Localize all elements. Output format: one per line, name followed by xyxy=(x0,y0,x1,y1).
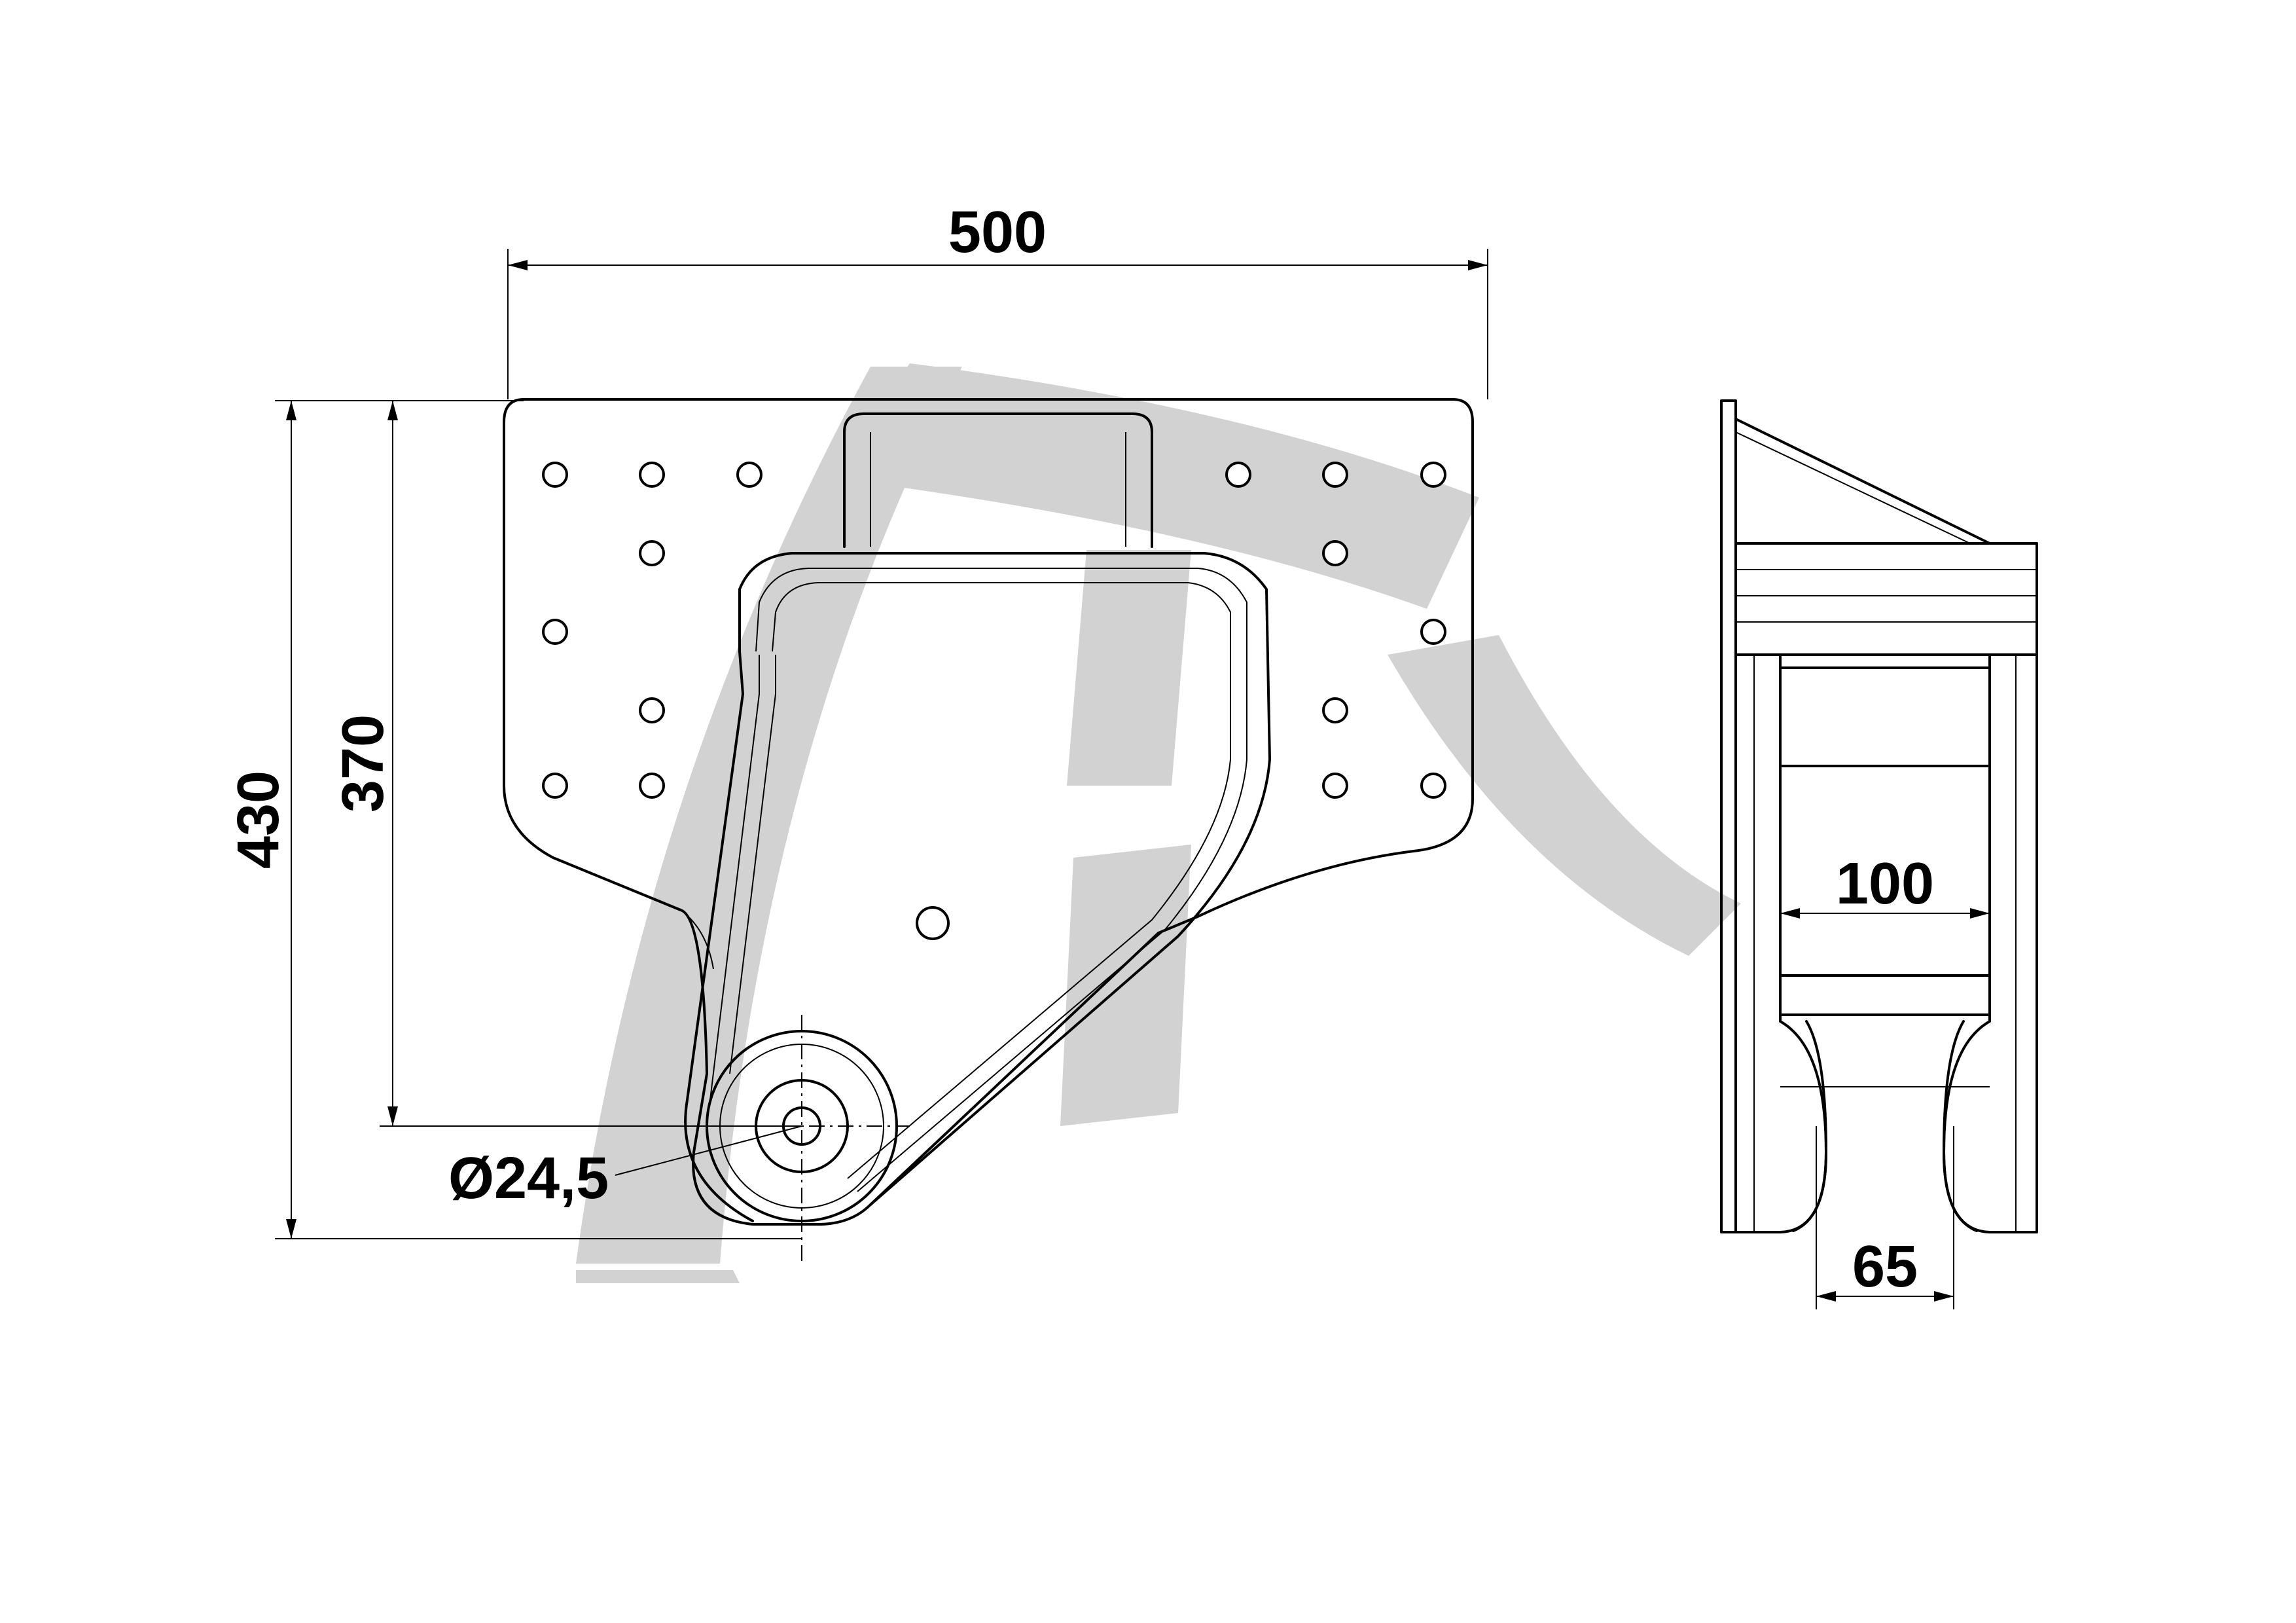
arrowhead xyxy=(1970,908,1990,919)
mounting-hole xyxy=(1420,773,1446,799)
arm-outer xyxy=(738,552,1271,1206)
side-top-block xyxy=(1734,542,2038,656)
dimension-pivot-height: 370 xyxy=(331,401,802,1127)
arm-inner-1 xyxy=(755,568,1247,1192)
mounting-hole xyxy=(1225,462,1251,488)
mounting-hole xyxy=(1322,540,1348,566)
dimension-height: 430 xyxy=(226,400,802,1239)
side-back-plate xyxy=(1720,399,1737,1233)
arrowhead xyxy=(387,401,398,420)
arrowhead xyxy=(286,401,296,420)
watermark-stroke-left xyxy=(576,367,962,1264)
side-top-wedge xyxy=(1734,418,1991,545)
mounting-hole xyxy=(1322,462,1348,488)
side-spacer xyxy=(1779,666,1991,767)
mounting-hole xyxy=(639,540,665,566)
mounting-hole xyxy=(736,462,762,488)
side-roller xyxy=(1792,1020,1978,1232)
arm-left-leg-inner xyxy=(709,655,776,1101)
front-view xyxy=(503,398,1474,1264)
leader-line xyxy=(615,1125,802,1176)
inner-width-label: 100 xyxy=(1836,851,1934,917)
watermark-logo xyxy=(576,363,1741,1283)
roller-width-label: 65 xyxy=(1852,1234,1918,1300)
wedge-line xyxy=(1735,431,1971,544)
watermark-stroke-mid xyxy=(1067,550,1191,786)
mounting-holes xyxy=(542,462,1446,940)
watermark-stroke-right xyxy=(1388,635,1741,956)
bore-label: Ø24,5 xyxy=(448,1146,609,1211)
watermark-stroke-top xyxy=(831,363,1479,609)
mounting-hole xyxy=(639,697,665,723)
mounting-hole xyxy=(1420,619,1446,645)
side-spacer-lower xyxy=(1779,974,1991,1016)
center-hole xyxy=(916,906,950,940)
mounting-hole xyxy=(542,462,568,488)
mounting-hole xyxy=(1322,697,1348,723)
arrowhead xyxy=(1934,1291,1954,1302)
mounting-plate xyxy=(503,398,1474,1226)
mounting-hole xyxy=(1322,773,1348,799)
mounting-hole xyxy=(639,462,665,488)
mounting-hole xyxy=(542,619,568,645)
pivot-height-label: 370 xyxy=(331,714,396,812)
handle-inner xyxy=(870,432,1126,547)
watermark-stroke-lower xyxy=(1060,845,1191,1126)
dimension-width: 500 xyxy=(507,200,1488,399)
width-label: 500 xyxy=(948,200,1047,265)
dimension-bore: Ø24,5 xyxy=(448,1125,802,1211)
arrowhead xyxy=(1816,1291,1836,1302)
watermark-stroke-base xyxy=(576,1270,740,1283)
plate-lower-edge xyxy=(552,857,714,970)
arm-left-leg xyxy=(684,650,754,1222)
arrowhead xyxy=(286,1219,296,1239)
height-label: 430 xyxy=(226,771,291,869)
handle xyxy=(843,412,1153,548)
dimension-inner-width: 100 xyxy=(1780,851,1990,919)
mounting-hole xyxy=(639,773,665,799)
arm-inner-2 xyxy=(772,582,1231,1179)
arrowhead xyxy=(387,1106,398,1126)
arrowhead xyxy=(508,260,528,270)
mounting-hole xyxy=(542,773,568,799)
dimension-roller-width: 65 xyxy=(1816,1126,1954,1309)
arrowhead xyxy=(1780,908,1800,919)
mounting-hole xyxy=(1420,462,1446,488)
arrowhead xyxy=(1468,260,1488,270)
side-view xyxy=(1720,399,2038,1233)
